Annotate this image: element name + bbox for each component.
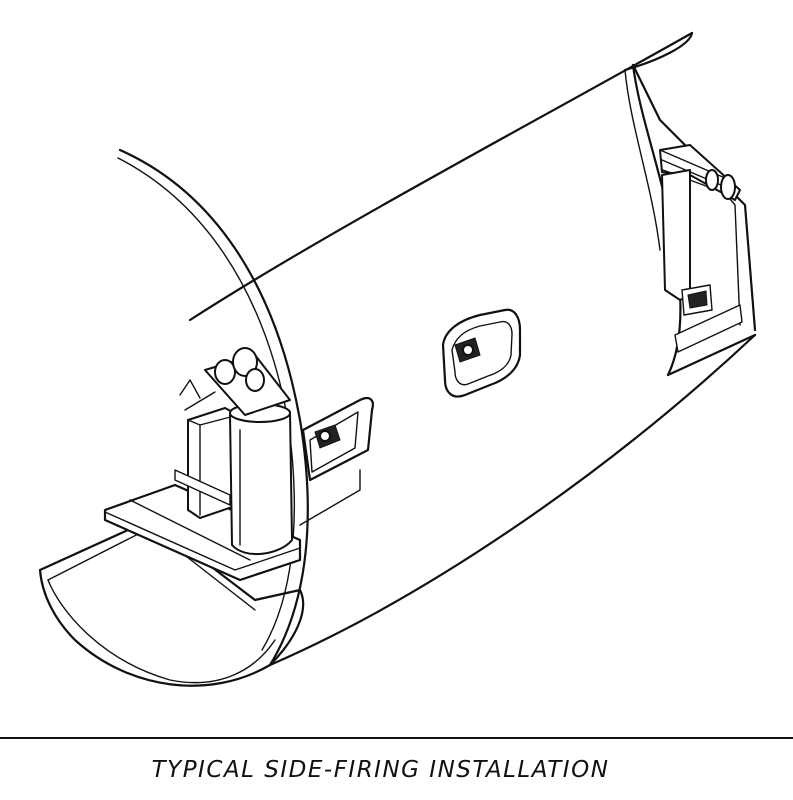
figure-caption: TYPICAL SIDE-FIRING INSTALLATION — [151, 757, 610, 783]
aft-gun-barrels — [659, 149, 736, 200]
caption-rule — [0, 737, 793, 739]
forward-firing-port — [301, 396, 374, 482]
forward-gun-muzzle — [314, 424, 341, 449]
center-window — [441, 308, 522, 398]
gun-barrel-cluster — [179, 347, 291, 416]
center-gun-muzzle — [454, 337, 481, 363]
forward-gun-mount — [103, 347, 361, 582]
aft-upper-contour — [623, 31, 694, 72]
forward-bulkhead-ring — [117, 148, 309, 667]
fuselage-top-contour — [188, 31, 694, 322]
fuselage-bottom-contour — [268, 333, 757, 667]
aft-gun-mount — [659, 144, 741, 316]
